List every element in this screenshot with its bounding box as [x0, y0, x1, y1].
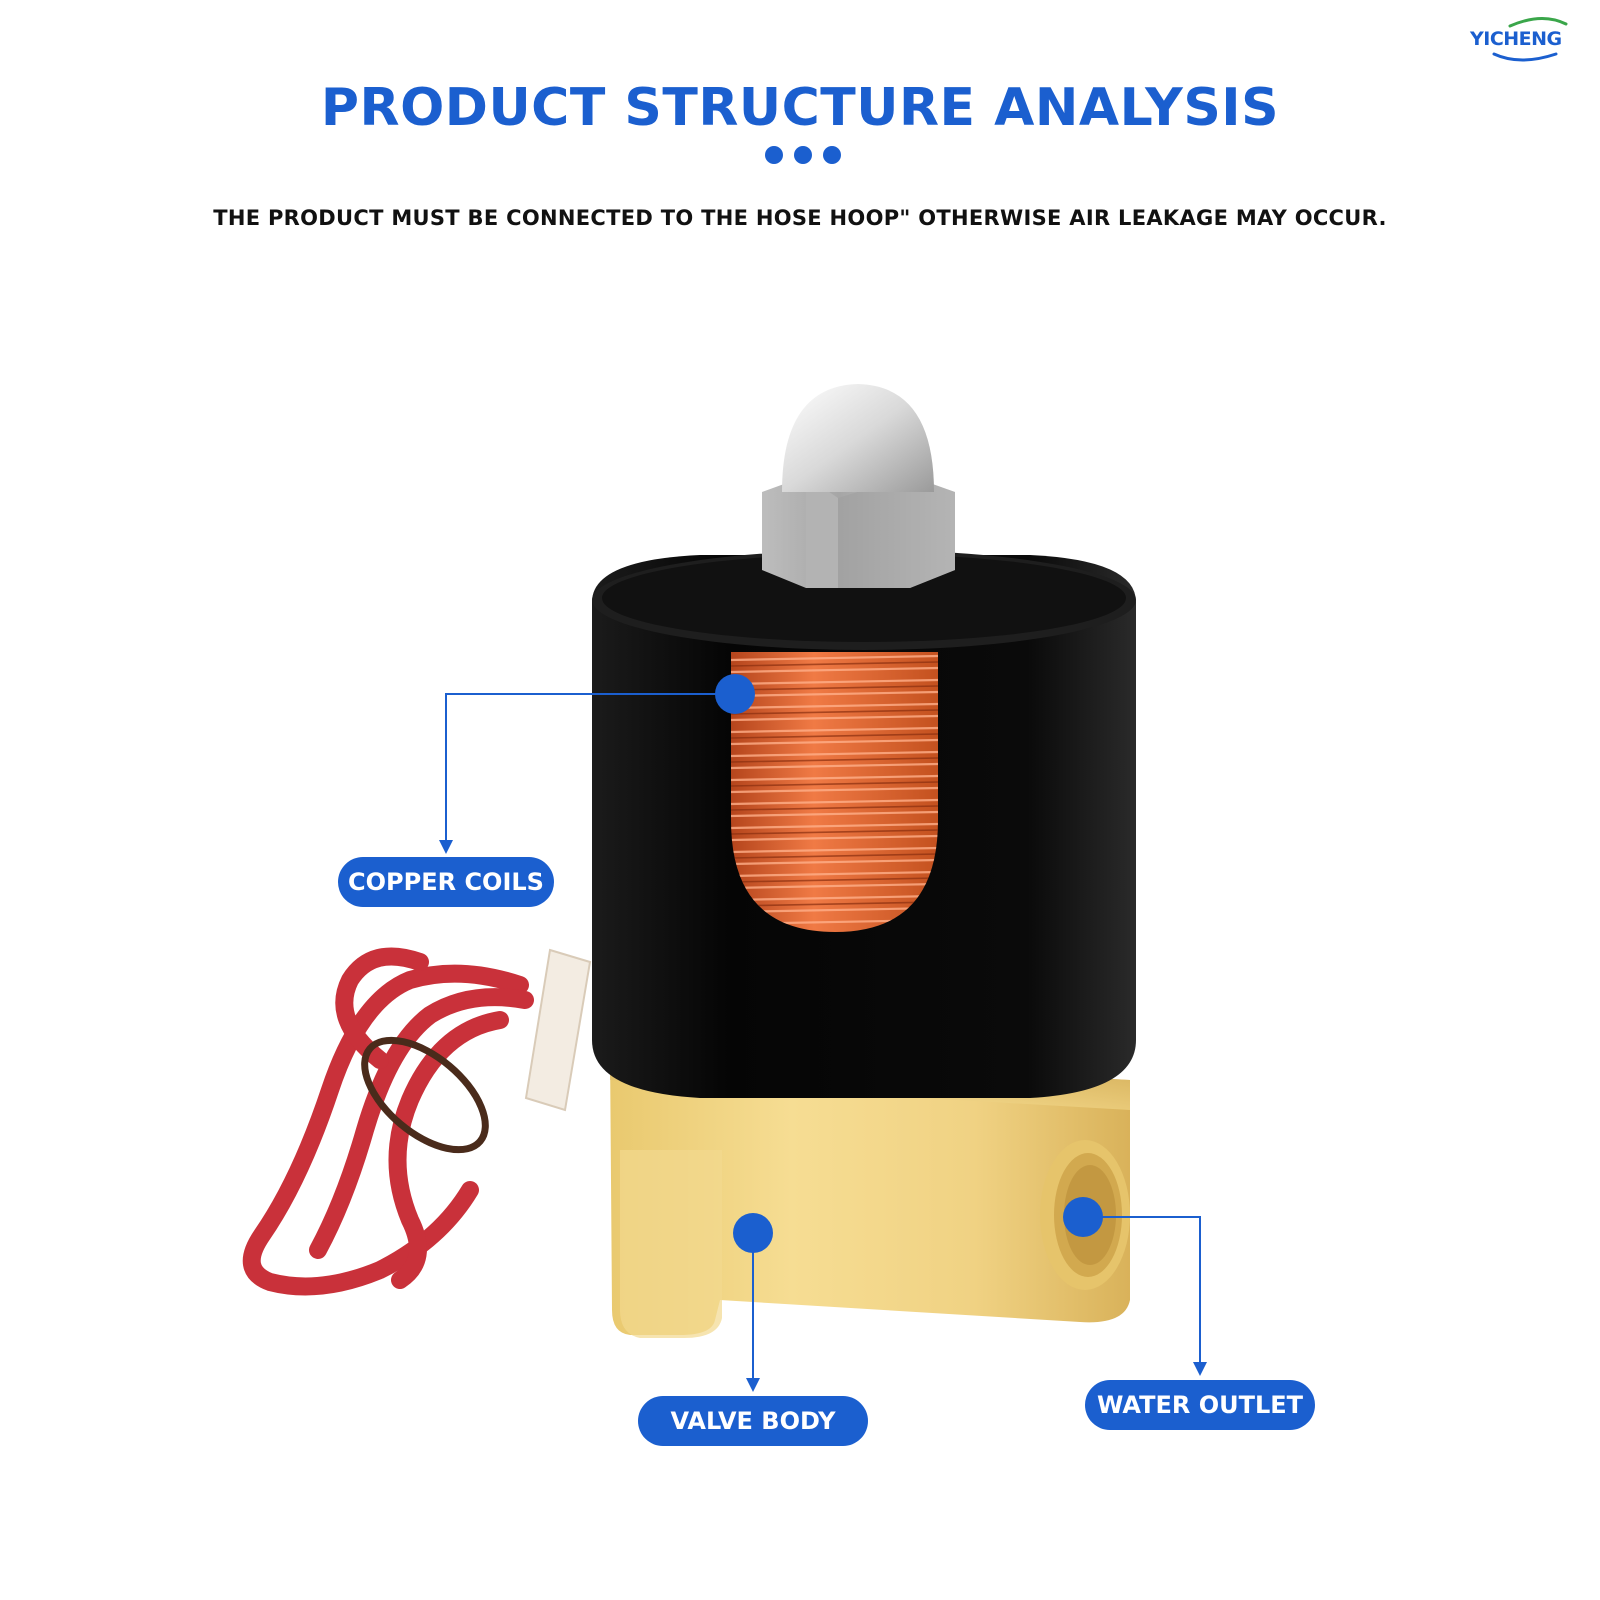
wire-tie [361, 1036, 489, 1154]
title-decoration-dots [765, 146, 841, 164]
hex-nut [762, 476, 955, 588]
dome-cap [782, 384, 934, 492]
water-outlet-label: WATER OUTLET [1085, 1380, 1315, 1430]
decoration-dot [823, 146, 841, 164]
page-subtitle: THE PRODUCT MUST BE CONNECTED TO THE HOS… [213, 206, 1387, 230]
valve-body-label: VALVE BODY [638, 1396, 868, 1446]
brand-logo: YICHENG [1470, 14, 1588, 66]
page-title: PRODUCT STRUCTURE ANALYSIS [320, 78, 1280, 138]
copper-coils-label: COPPER COILS [338, 857, 554, 907]
logo-text: YICHENG [1470, 28, 1562, 50]
copper-coil-window [731, 652, 938, 932]
logo-swoosh-icon [1492, 17, 1568, 62]
decoration-dot [765, 146, 783, 164]
wire-sleeve [524, 948, 592, 1112]
red-wires [242, 947, 534, 1296]
decoration-dot [794, 146, 812, 164]
